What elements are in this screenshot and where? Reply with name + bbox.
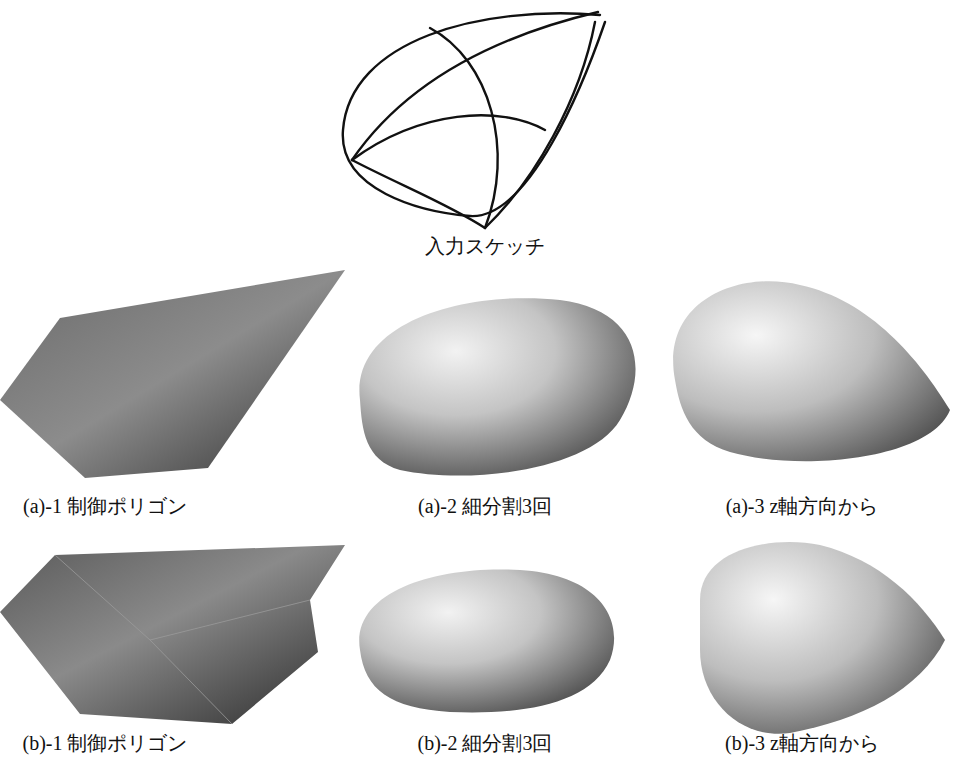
figure-caption: (a)-1 制御ポリゴン: [23, 494, 187, 518]
subdivision-surface: [700, 542, 945, 734]
subdivision-surface: [359, 298, 635, 475]
polygon-edge: [150, 600, 310, 640]
figure-caption: (b)-3 z軸方向から: [725, 731, 879, 755]
input-sketch: [343, 12, 605, 228]
control-polygon: [0, 545, 345, 724]
figure-caption: (a)-3 z軸方向から: [726, 494, 879, 518]
control-polygon: [0, 270, 345, 478]
figure-caption: 入力スケッチ: [425, 234, 545, 258]
figure-caption: (b)-1 制御ポリゴン: [23, 731, 188, 755]
figure-caption: (a)-2 細分割3回: [418, 494, 552, 518]
polygon-edge: [55, 555, 232, 724]
subdivision-surface: [673, 281, 950, 461]
subdivision-surface: [359, 569, 614, 712]
figure-caption: (b)-2 細分割3回: [418, 731, 553, 755]
